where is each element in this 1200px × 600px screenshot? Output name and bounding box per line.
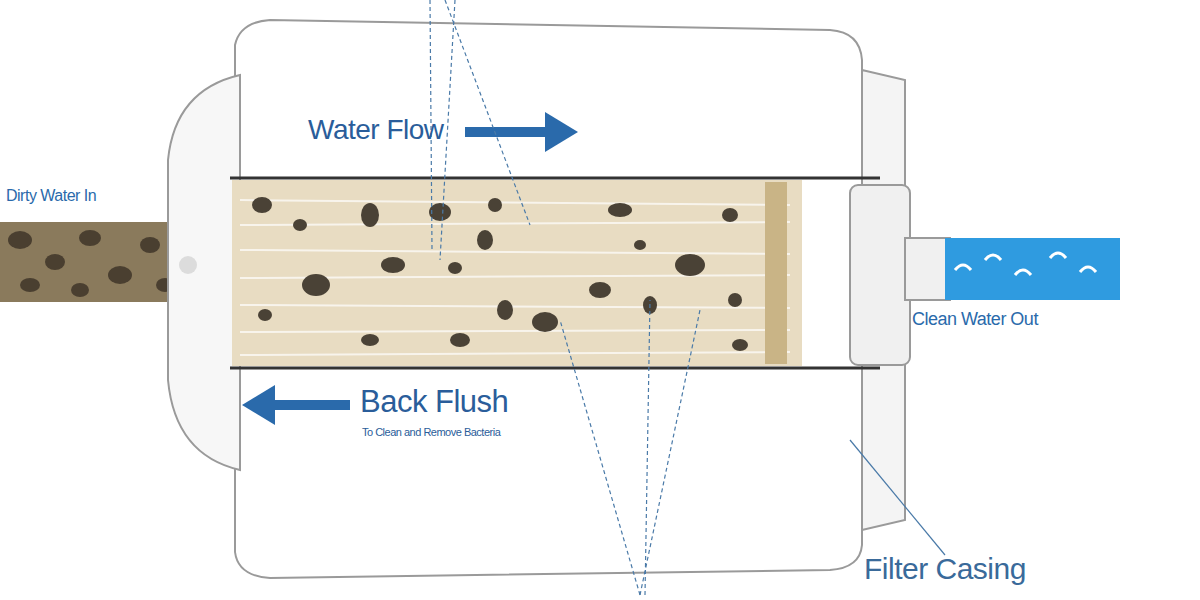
cartridge-wall (230, 177, 880, 180)
outlet-stub (905, 238, 950, 300)
inlet-cap (168, 75, 240, 470)
cap-bolt (179, 256, 197, 274)
inlet-label: Dirty Water In (6, 187, 96, 205)
backflush-arrow (242, 385, 350, 425)
outlet-pipe (945, 238, 1120, 300)
media-fibres (240, 200, 790, 355)
backflush-label: Back Flush (360, 385, 508, 419)
end-seal (765, 182, 787, 364)
trapped-particles (252, 197, 748, 351)
casing-leader (850, 440, 945, 555)
leader-lines (430, 0, 700, 595)
filter-media (232, 180, 802, 366)
water-ripples (955, 253, 1096, 275)
flow-arrow (465, 112, 578, 152)
inlet-pipe (0, 222, 190, 302)
backflush-note: To Clean and Remove Bacteria (362, 426, 500, 438)
outlet-fitting (850, 185, 910, 365)
casing-label: Filter Casing (864, 552, 1026, 585)
cartridge-wall (230, 367, 880, 370)
outlet-label: Clean Water Out (912, 310, 1038, 330)
flow-label: Water Flow (308, 115, 444, 146)
dirt-particles (8, 230, 174, 297)
